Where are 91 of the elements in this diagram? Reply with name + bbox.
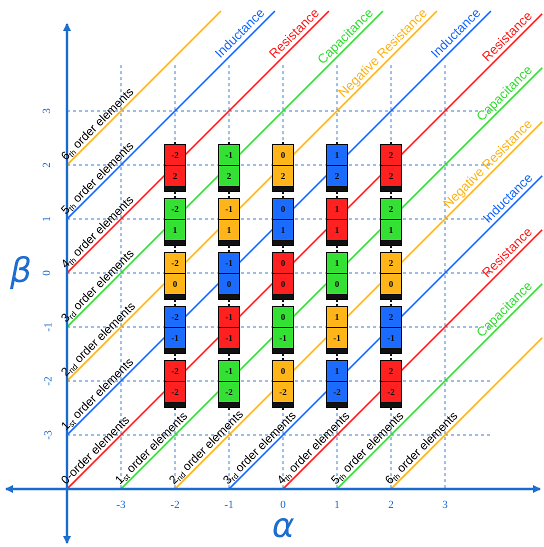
alpha-index: 0: [280, 257, 286, 270]
beta-index: 0: [273, 273, 293, 294]
alpha-index: 2: [388, 257, 394, 270]
beta-index: 1: [327, 219, 347, 240]
circuit-element-symbol: [218, 250, 240, 302]
alpha-index: 1: [334, 311, 340, 324]
alpha-index: 2: [388, 365, 394, 378]
alpha-index: -1: [224, 311, 234, 324]
beta-index: 2: [219, 165, 239, 186]
alpha-index: 1: [334, 149, 340, 162]
alpha-index: -1: [224, 257, 234, 270]
circuit-element-symbol: [218, 196, 240, 248]
circuit-element-symbol: [326, 250, 348, 302]
circuit-element-symbol: [326, 358, 348, 410]
alpha-index: -1: [224, 203, 234, 216]
tick-label: 2: [40, 162, 53, 168]
beta-index: 2: [165, 165, 185, 186]
beta-index: 1: [381, 219, 401, 240]
beta-index: 0: [219, 273, 239, 294]
alpha-index: -2: [170, 149, 180, 162]
circuit-element-symbol: [326, 304, 348, 356]
alpha-index: -2: [170, 311, 180, 324]
tick-label: 2: [387, 499, 395, 511]
circuit-element-symbol: [380, 304, 402, 356]
beta-index: -2: [219, 381, 239, 402]
circuit-element-symbol: [380, 250, 402, 302]
tick-label: 3: [40, 108, 53, 114]
circuit-element-symbol: [272, 304, 294, 356]
beta-index: 0: [381, 273, 401, 294]
tick-label: 1: [333, 499, 341, 511]
circuit-element-symbol: [326, 196, 348, 248]
beta-index: -1: [327, 327, 347, 348]
alpha-index: 0: [280, 203, 286, 216]
alpha-index: -2: [170, 257, 180, 270]
beta-index: -1: [165, 327, 185, 348]
beta-index: -1: [273, 327, 293, 348]
alpha-index: -1: [224, 149, 234, 162]
beta-index: 0: [327, 273, 347, 294]
circuit-element-symbol: [272, 142, 294, 194]
beta-index: 1: [273, 219, 293, 240]
beta-index: -2: [327, 381, 347, 402]
beta-index: 2: [327, 165, 347, 186]
alpha-index: -2: [170, 203, 180, 216]
tick-label: 1: [40, 216, 53, 222]
tick-label: -2: [169, 499, 181, 511]
alpha-index: 1: [334, 257, 340, 270]
alpha-index: 1: [334, 365, 340, 378]
beta-index: -1: [381, 327, 401, 348]
circuit-element-symbol: [380, 196, 402, 248]
circuit-element-symbol: [272, 196, 294, 248]
beta-index: 2: [381, 165, 401, 186]
tick-label: -1: [223, 499, 235, 511]
alpha-index: 0: [280, 311, 286, 324]
circuit-element-symbol: [380, 358, 402, 410]
alpha-index: -2: [170, 365, 180, 378]
circuit-element-symbol: [164, 196, 186, 248]
beta-index: 1: [219, 219, 239, 240]
alpha-index: 2: [388, 203, 394, 216]
tick-label: -3: [42, 430, 55, 440]
beta-index: -1: [219, 327, 239, 348]
circuit-element-symbol: [218, 142, 240, 194]
beta-index: -2: [381, 381, 401, 402]
circuit-element-symbol: [164, 142, 186, 194]
circuit-element-symbol: [326, 142, 348, 194]
beta-index: -2: [165, 381, 185, 402]
beta-index: 2: [273, 165, 293, 186]
tick-label: 3: [441, 499, 449, 511]
tick-label: 0: [40, 270, 53, 276]
beta-index: 1: [165, 219, 185, 240]
beta-index: 0: [165, 273, 185, 294]
circuit-element-symbol: [272, 250, 294, 302]
circuit-element-symbol: [218, 304, 240, 356]
alpha-index: -1: [224, 365, 234, 378]
alpha-index: 2: [388, 311, 394, 324]
tick-label: 0: [279, 499, 287, 511]
circuit-element-symbol: [380, 142, 402, 194]
alpha-index: 2: [388, 149, 394, 162]
circuit-element-symbol: [164, 250, 186, 302]
circuit-element-symbol: [272, 358, 294, 410]
axis-title: α: [272, 508, 294, 544]
circuit-element-symbol: [218, 358, 240, 410]
beta-index: -2: [273, 381, 293, 402]
tick-label: -1: [42, 322, 55, 332]
circuit-element-symbol: [164, 358, 186, 410]
alpha-index: 0: [280, 149, 286, 162]
circuit-element-symbol: [164, 304, 186, 356]
tick-label: -3: [115, 499, 127, 511]
alpha-index: 1: [334, 203, 340, 216]
axis-title: β: [10, 253, 32, 289]
alpha-index: 0: [280, 365, 286, 378]
tick-label: -2: [42, 376, 55, 386]
